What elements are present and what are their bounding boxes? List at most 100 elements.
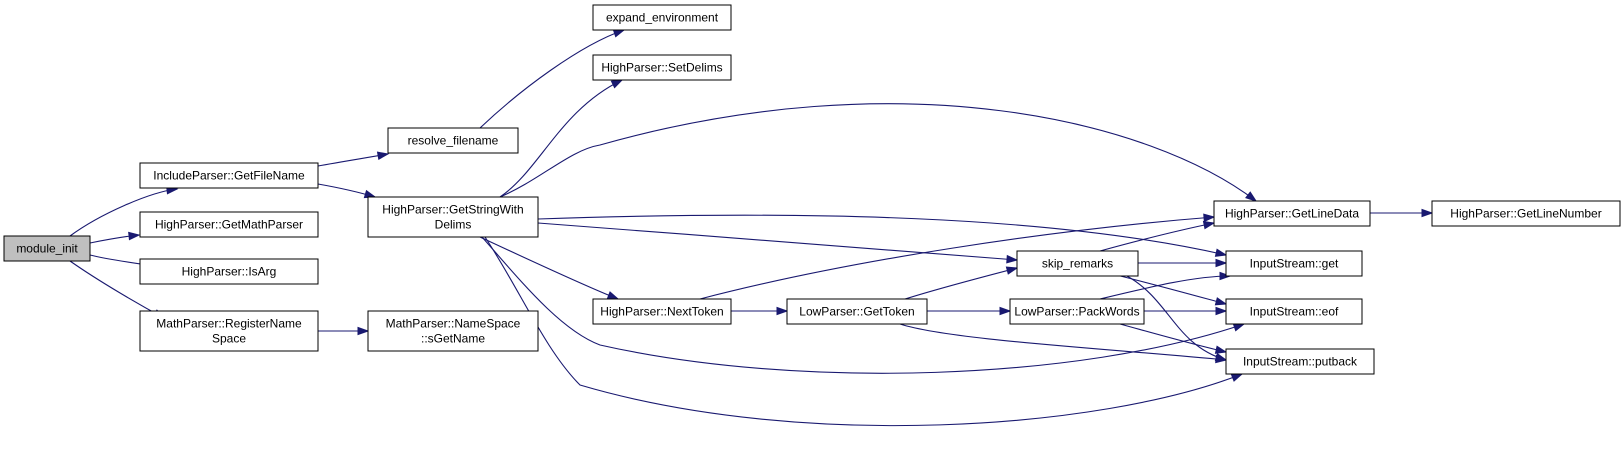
node-box [139,258,319,285]
node-MathParser_NameSpace_sGetName[interactable]: MathParser::NameSpace::sGetName [367,310,539,352]
node-label: HighParser::GetLineNumber [1450,207,1601,221]
node-expand_environment[interactable]: expand_environment [592,4,732,31]
node-box [1225,250,1363,277]
node-label: resolve_filename [408,134,499,148]
arrowhead-icon [612,29,626,38]
arrowhead-icon [1214,248,1228,257]
arrowhead-icon [1214,352,1228,362]
node-module_init[interactable]: module_init [3,235,91,262]
arrowhead-icon [776,306,789,316]
node-LowParser_PackWords[interactable]: LowParser::PackWords [1009,298,1145,325]
edge-line [481,236,1245,374]
node-label: ::sGetName [421,332,485,346]
node-box [3,235,91,262]
node-label: skip_remarks [1042,257,1113,271]
arrowhead-icon [606,291,620,300]
node-box [592,4,732,31]
edge-LowParser_GetToken-to-LowParser_PackWords [927,306,1012,316]
node-label: HighParser::GetMathParser [155,218,303,232]
edge-line [537,222,1018,261]
edge-line [1119,323,1227,353]
node-box [592,54,732,81]
arrowhead-icon [376,151,390,161]
edge-HighParser_GetStringWithDelims-to-HighParser_SetDelims [499,79,624,198]
edge-line [317,153,389,167]
edge-LowParser_PackWords-to-InputStream_putback [1119,323,1228,354]
arrowhead-icon [1006,254,1019,264]
edge-line [1126,275,1227,361]
node-label: HighParser::GetLineData [1225,207,1359,221]
edge-module_init-to-HighParser_GetMathParser [89,231,141,244]
edge-IncludeParser_GetFileName-to-resolve_filename [317,151,390,167]
node-label: Delims [435,218,472,232]
node-label: HighParser::SetDelims [601,61,722,75]
edge-HighParser_NextToken-to-LowParser_GetToken [731,306,789,316]
edge-line [699,216,1215,300]
node-label: HighParser::NextToken [600,305,723,319]
edge-HighParser_GetStringWithDelims-to-HighParser_NextToken [479,236,620,300]
node-skip_remarks[interactable]: skip_remarks [1016,250,1139,277]
edge-HighParser_NextToken-to-HighParser_GetLineData [699,213,1216,300]
arrowhead-icon [1214,297,1228,306]
node-box [1009,298,1145,325]
edge-HighParser_GetStringWithDelims-to-InputStream_get [537,214,1228,257]
edge-skip_remarks-to-InputStream_get [1138,258,1228,268]
node-box [139,211,319,238]
edge-line [904,267,1018,300]
edge-line [499,103,1257,202]
edge-line [479,236,619,300]
edge-HighParser_GetStringWithDelims-to-skip_remarks [537,222,1019,264]
node-InputStream_get[interactable]: InputStream::get [1225,250,1363,277]
node-box [1225,348,1375,375]
arrowhead-icon [1215,306,1228,316]
node-box [367,196,539,238]
node-box [139,310,319,352]
arrowhead-icon [999,306,1012,316]
node-box [592,298,732,325]
node-label: MathParser::NameSpace [386,317,521,331]
node-box [367,310,539,352]
edge-line [1099,275,1231,300]
node-layer: module_initIncludeParser::GetFileNameHig… [3,4,1621,375]
node-box [1213,200,1371,227]
node-InputStream_putback[interactable]: InputStream::putback [1225,348,1375,375]
arrowhead-icon [1203,213,1216,223]
node-HighParser_GetLineData[interactable]: HighParser::GetLineData [1213,200,1371,227]
node-resolve_filename[interactable]: resolve_filename [387,127,519,154]
node-HighParser_GetMathParser[interactable]: HighParser::GetMathParser [139,211,319,238]
node-box [387,127,519,154]
arrowhead-icon [1219,271,1232,281]
node-HighParser_GetLineNumber[interactable]: HighParser::GetLineNumber [1431,200,1621,227]
arrowhead-icon [1215,258,1228,268]
edge-line [899,323,1227,361]
node-box [139,162,319,189]
node-HighParser_SetDelims[interactable]: HighParser::SetDelims [592,54,732,81]
arrowhead-icon [357,326,370,336]
node-label: LowParser::GetToken [799,305,914,319]
node-label: module_init [16,242,78,256]
node-HighParser_NextToken[interactable]: HighParser::NextToken [592,298,732,325]
arrowhead-icon [1230,373,1244,382]
arrowhead-icon [1202,220,1216,230]
edge-line [537,214,1227,256]
node-HighParser_IsArg[interactable]: HighParser::IsArg [139,258,319,285]
node-IncludeParser_GetFileName[interactable]: IncludeParser::GetFileName [139,162,319,189]
node-box [1225,298,1363,325]
node-label: InputStream::putback [1243,355,1358,369]
edge-line [499,79,623,198]
node-LowParser_GetToken[interactable]: LowParser::GetToken [786,298,928,325]
edge-IncludeParser_GetFileName-to-HighParser_GetStringWithDelims [317,183,377,199]
node-label: InputStream::eof [1250,305,1339,319]
arrowhead-icon [610,79,624,89]
node-InputStream_eof[interactable]: InputStream::eof [1225,298,1363,325]
edge-MathParser_RegisterNameSpace-to-MathParser_NameSpace_sGetName [318,326,370,336]
node-label: LowParser::PackWords [1014,305,1139,319]
edge-skip_remarks-to-InputStream_putback [1126,275,1228,362]
node-label: InputStream::get [1250,257,1339,271]
node-label: Space [212,332,246,346]
arrowhead-icon [1232,323,1246,332]
edge-line [1099,222,1215,252]
